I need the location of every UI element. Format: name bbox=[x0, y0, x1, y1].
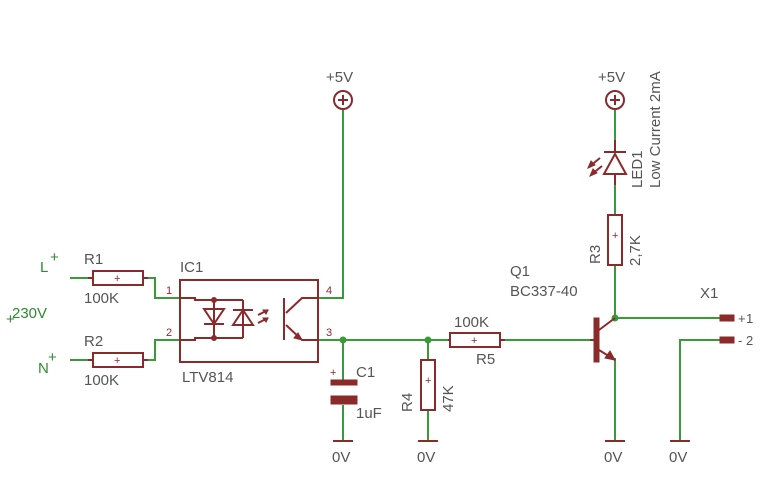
r2-value: 100K bbox=[84, 372, 119, 389]
resistor-r1: + R1 100K bbox=[84, 251, 148, 307]
ic1-pin-4: 4 bbox=[326, 285, 332, 297]
ground-c1: 0V bbox=[332, 440, 353, 466]
r3-value: 2,7K bbox=[627, 235, 644, 266]
resistor-mark: + bbox=[425, 375, 431, 387]
r4-name: R4 bbox=[399, 393, 416, 412]
x1-pin-1-plus: + bbox=[738, 311, 746, 326]
ic1-pin-3: 3 bbox=[326, 327, 332, 339]
mains-labels: L + 230V + N + bbox=[6, 249, 59, 377]
capacitor-c1: + C1 1uF bbox=[330, 364, 382, 422]
r4-value: 47K bbox=[440, 385, 457, 412]
resistor-r4: + R4 47K bbox=[399, 359, 457, 412]
r1-value: 100K bbox=[84, 290, 119, 307]
resistor-mark: + bbox=[114, 355, 120, 367]
ground-label: 0V bbox=[417, 449, 435, 466]
led-led1: LED1 Low Current 2mA bbox=[587, 71, 664, 188]
net-label-plus: + bbox=[6, 311, 15, 328]
net-label-plus: + bbox=[48, 349, 57, 366]
junction-dot bbox=[424, 336, 432, 344]
led1-name: LED1 bbox=[629, 150, 646, 188]
resistor-r3: + R3 2,7K bbox=[587, 214, 644, 266]
r2-name: R2 bbox=[84, 333, 103, 350]
ground-q1: 0V bbox=[604, 440, 625, 466]
r1-name: R1 bbox=[84, 251, 103, 268]
c1-value: 1uF bbox=[356, 405, 382, 422]
x1-name: X1 bbox=[700, 285, 718, 302]
r5-value: 100K bbox=[454, 314, 489, 331]
net-label-l: L bbox=[40, 259, 48, 276]
q1-name: Q1 bbox=[510, 263, 530, 280]
ground-label: 0V bbox=[332, 449, 350, 466]
optocoupler-ic1: 1 2 3 4 IC1 LTV814 bbox=[166, 259, 332, 386]
x1-pin-2-minus: - bbox=[738, 333, 742, 348]
r5-name: R5 bbox=[476, 351, 495, 368]
supply-plus5v-left: +5V bbox=[326, 69, 353, 110]
ground-label: 0V bbox=[669, 449, 687, 466]
c1-name: C1 bbox=[356, 364, 375, 381]
ground-r4: 0V bbox=[417, 440, 438, 466]
supply-label: +5V bbox=[598, 69, 625, 86]
x1-pin-2: 2 bbox=[746, 333, 753, 348]
x1-pin-1: 1 bbox=[746, 311, 753, 326]
net-label-n: N bbox=[38, 360, 49, 377]
led1-value: Low Current 2mA bbox=[647, 71, 664, 188]
resistor-mark: + bbox=[612, 230, 618, 242]
supply-label: +5V bbox=[326, 69, 353, 86]
wires bbox=[70, 110, 720, 440]
polarity-mark: + bbox=[330, 367, 336, 379]
connector-x1: + 1 - 2 X1 bbox=[700, 285, 753, 348]
resistor-r2: + R2 100K bbox=[84, 333, 148, 389]
net-label-230v: 230V bbox=[12, 305, 47, 322]
resistor-r5: + 100K R5 bbox=[448, 314, 505, 368]
junction-dot bbox=[339, 336, 347, 344]
resistor-mark: + bbox=[471, 335, 477, 347]
ic1-name: IC1 bbox=[180, 259, 203, 276]
supply-plus5v-right: +5V bbox=[598, 69, 625, 110]
ic1-value: LTV814 bbox=[182, 369, 233, 386]
ground-x1: 0V bbox=[669, 440, 690, 466]
ground-label: 0V bbox=[604, 449, 622, 466]
resistor-mark: + bbox=[114, 273, 120, 285]
ic1-pin-2: 2 bbox=[166, 327, 172, 339]
transistor-q1: Q1 BC337-40 bbox=[510, 263, 616, 363]
net-label-plus: + bbox=[50, 249, 59, 266]
ic1-pin-1: 1 bbox=[166, 285, 172, 297]
r3-name: R3 bbox=[587, 245, 604, 264]
q1-value: BC337-40 bbox=[510, 283, 578, 300]
